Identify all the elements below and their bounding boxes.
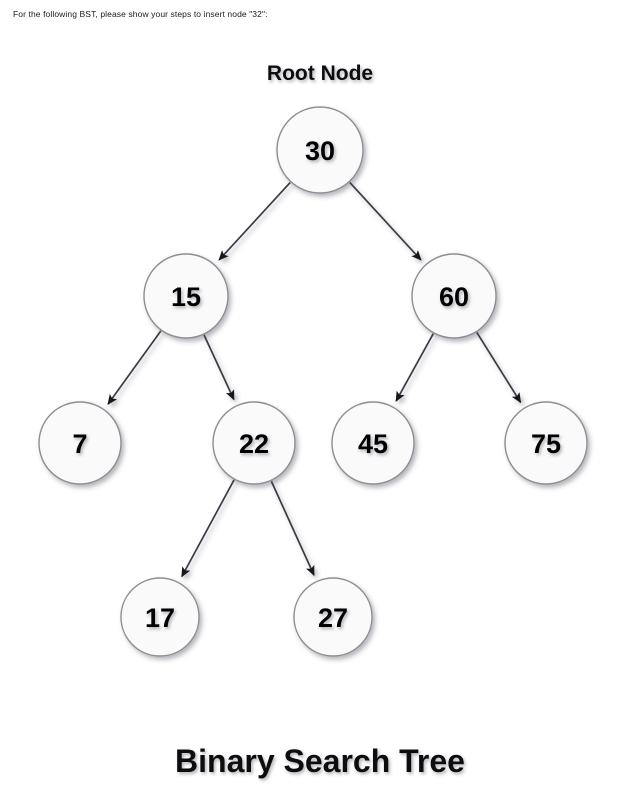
node-value: 45 [358, 429, 388, 459]
node-value: 30 [305, 136, 335, 166]
node-value: 75 [531, 429, 561, 459]
tree-edge [181, 479, 235, 578]
node-value: 7 [72, 429, 87, 459]
node-circle [120, 577, 200, 657]
tree-edge [107, 330, 162, 405]
node-circle [276, 106, 364, 194]
tree-edge [349, 181, 422, 261]
tree-node[interactable]: 7 [38, 401, 122, 485]
node-circle [38, 401, 122, 485]
tree-node[interactable]: 75 [504, 401, 588, 485]
tree-node[interactable]: 17 [120, 577, 200, 657]
edge-layer [107, 181, 522, 578]
prompt-text: For the following BST, please show your … [13, 9, 268, 19]
tree-edge [476, 331, 522, 404]
tree-node[interactable]: 30 [276, 106, 364, 194]
tree-node[interactable]: 22 [212, 401, 296, 485]
node-value: 27 [318, 603, 348, 633]
node-circle [504, 401, 588, 485]
tree-edge [203, 334, 235, 401]
node-circle [212, 401, 296, 485]
node-layer: 30 15 60 7 22 45 75 17 27 [38, 106, 588, 657]
tree-edge [218, 181, 291, 261]
node-value: 60 [439, 282, 469, 312]
diagram-title: Binary Search Tree [175, 743, 465, 779]
node-value: 17 [145, 603, 175, 633]
node-circle [143, 253, 229, 339]
tree-node[interactable]: 60 [411, 253, 497, 339]
tree-node[interactable]: 45 [331, 401, 415, 485]
tree-edge [270, 480, 315, 577]
root-node-caption: Root Node [267, 62, 373, 85]
node-circle [293, 577, 373, 657]
node-circle [331, 401, 415, 485]
tree-node[interactable]: 27 [293, 577, 373, 657]
tree-edge [395, 333, 434, 402]
tree-node[interactable]: 15 [143, 253, 229, 339]
node-value: 15 [171, 282, 201, 312]
node-circle [411, 253, 497, 339]
node-value: 22 [239, 429, 269, 459]
